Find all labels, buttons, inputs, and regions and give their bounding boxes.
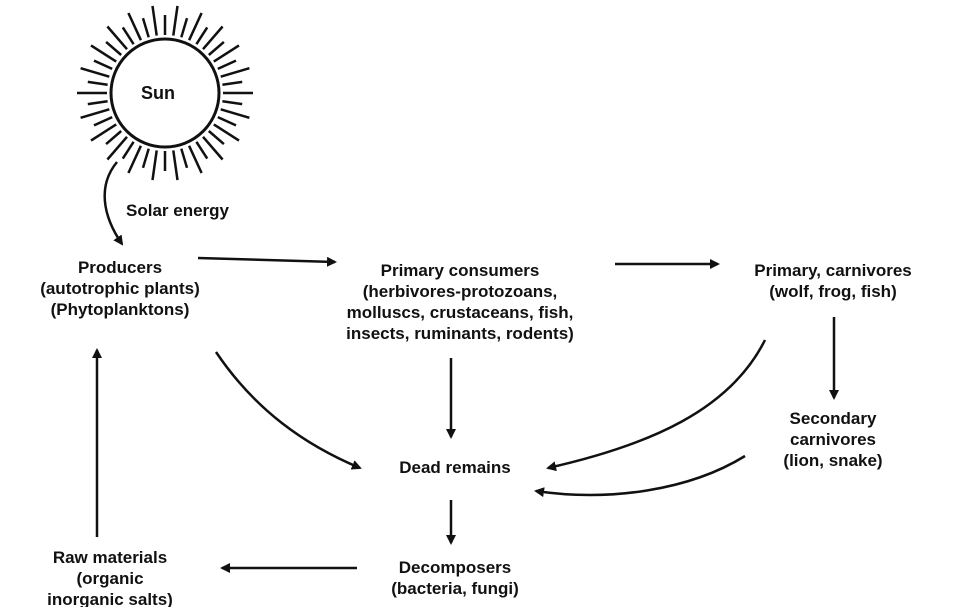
node-primary-consumers-line-1: Primary consumers <box>380 261 540 280</box>
sun-ray <box>195 26 209 45</box>
sun-ray <box>127 145 143 174</box>
sun-ray <box>80 67 110 78</box>
sun-ray <box>90 123 117 142</box>
node-primary-consumers-line-2: (herbivores-protozoans, <box>362 282 558 301</box>
node-decomposers-line-2: (bacteria, fungi) <box>391 579 519 598</box>
sun-icon <box>77 5 253 181</box>
sun-ray <box>180 17 189 38</box>
sun-ray <box>202 25 224 51</box>
node-producers-line-3: (Phytoplanktons) <box>50 300 190 319</box>
sun-ray <box>220 67 250 78</box>
sun-ray <box>217 115 237 127</box>
node-secondary-carnivores: Secondary carnivores (lion, snake) <box>758 408 908 471</box>
sun-ray <box>141 148 150 169</box>
node-raw-materials: Raw materials (organic inorganic salts) <box>10 547 210 607</box>
sun-ray <box>195 141 209 160</box>
sun-ray <box>121 26 135 45</box>
sun-ray <box>202 135 224 161</box>
node-primary-carnivores-line-1: Primary, carnivores <box>754 261 912 280</box>
node-raw-materials-line-1: Raw materials <box>52 548 168 567</box>
sun-ray <box>220 108 250 119</box>
node-secondary-carnivores-line-3: (lion, snake) <box>783 451 883 470</box>
sun-ray <box>151 5 158 36</box>
edge-sun-to-producers <box>103 161 124 246</box>
node-decomposers-line-1: Decomposers <box>398 558 512 577</box>
sun-ray <box>87 80 108 86</box>
node-secondary-carnivores-line-2: carnivores <box>790 430 876 449</box>
node-decomposers: Decomposers (bacteria, fungi) <box>355 557 555 599</box>
sun-ray <box>127 12 143 41</box>
node-secondary-carnivores-line-1: Secondary <box>789 409 877 428</box>
sun-ray <box>151 150 158 181</box>
sun-ray <box>121 141 135 160</box>
node-raw-materials-line-2: (organic <box>76 569 144 588</box>
sun-ray <box>217 59 237 71</box>
sun-ray <box>187 145 203 174</box>
edge-secondary-carnivores-to-dead-remains <box>534 454 746 498</box>
sun-label: Sun <box>141 83 175 103</box>
sun-ray <box>207 130 225 146</box>
node-producers: Producers (autotrophic plants) (Phytopla… <box>5 257 235 320</box>
sun-ray <box>105 130 123 146</box>
node-producers-line-2: (autotrophic plants) <box>40 279 200 298</box>
node-dead-remains-line-1: Dead remains <box>399 458 511 477</box>
sun-ray <box>93 115 113 127</box>
sun-ray <box>207 40 225 56</box>
sun-disc <box>109 37 221 149</box>
node-raw-materials-line-3: inorganic salts) <box>47 590 173 607</box>
sun-ray <box>172 5 179 36</box>
node-primary-consumers: Primary consumers (herbivores-protozoans… <box>310 260 610 344</box>
node-primary-consumers-line-4: insects, ruminants, rodents) <box>346 324 574 343</box>
sun-rays <box>77 5 253 181</box>
node-primary-consumers-line-3: molluscs, crustaceans, fish, <box>346 303 574 322</box>
node-dead-remains: Dead remains <box>365 457 545 478</box>
edge-producers-to-primary-consumers <box>197 256 337 267</box>
node-primary-carnivores-line-2: (wolf, frog, fish) <box>769 282 897 301</box>
sun-ray <box>80 108 110 119</box>
sun-ray <box>222 80 243 86</box>
edge-primary-carnivores-to-dead-remains <box>546 339 767 472</box>
sun-ray <box>87 100 108 106</box>
sun-ray <box>141 17 150 38</box>
sun-ray <box>106 135 128 161</box>
sun-ray <box>90 44 117 63</box>
edge-producers-to-dead-remains <box>214 351 362 470</box>
sun-ray <box>213 44 240 63</box>
node-primary-carnivores: Primary, carnivores (wolf, frog, fish) <box>718 260 948 302</box>
sun-ray <box>180 148 189 169</box>
sun-ray <box>187 12 203 41</box>
sun-ray <box>172 150 179 181</box>
sun-ray <box>105 40 123 56</box>
sun-ray <box>213 123 240 142</box>
sun-ray <box>222 100 243 106</box>
sun-ray <box>106 25 128 51</box>
node-producers-line-1: Producers <box>77 258 163 277</box>
solar-energy-label: Solar energy <box>126 201 229 220</box>
sun-ray <box>93 59 113 71</box>
